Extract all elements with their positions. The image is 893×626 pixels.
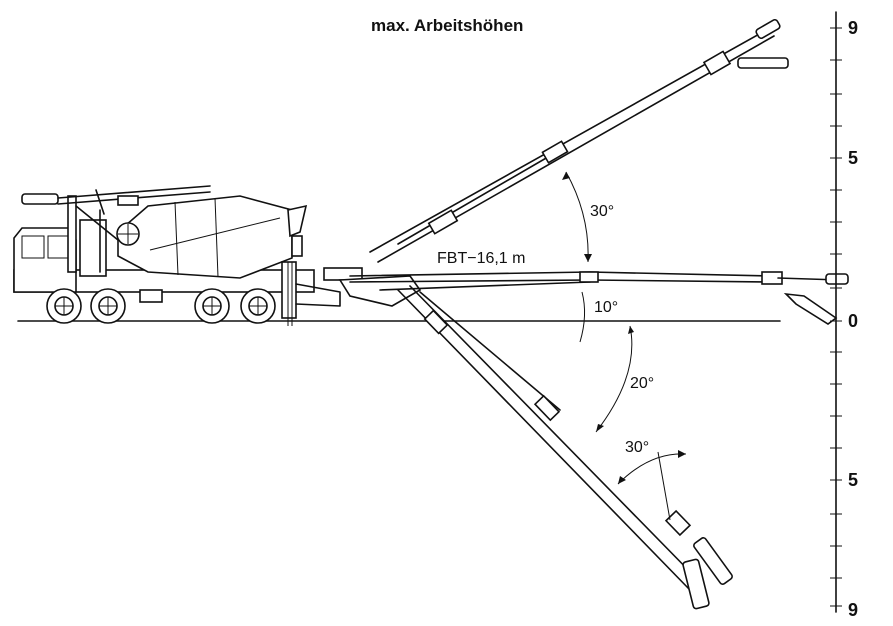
scale-label-upper-mid: 5 [848,148,858,168]
scale-label-zero: 0 [848,311,858,331]
height-scale: 9 5 0 5 9 [830,11,858,620]
angle-arcs [562,171,687,521]
scale-label-bottom: 9 [848,600,858,620]
angle-tip-label: 30° [625,439,649,456]
angle-horizontal-label: 10° [594,299,618,316]
boom-upper [369,18,789,263]
boom-lower [397,285,733,610]
diagram-title: max. Arbeitshöhen [371,16,524,35]
scale-label-lower-mid: 5 [848,470,858,490]
angle-upper-label: 30° [590,203,614,220]
boom-horizontal [349,271,849,325]
model-label: FBT−16,1 m [437,250,525,267]
scale-label-top: 9 [848,18,858,38]
angle-lower-label: 20° [630,375,654,392]
concrete-mixer-truck-icon [13,185,422,326]
